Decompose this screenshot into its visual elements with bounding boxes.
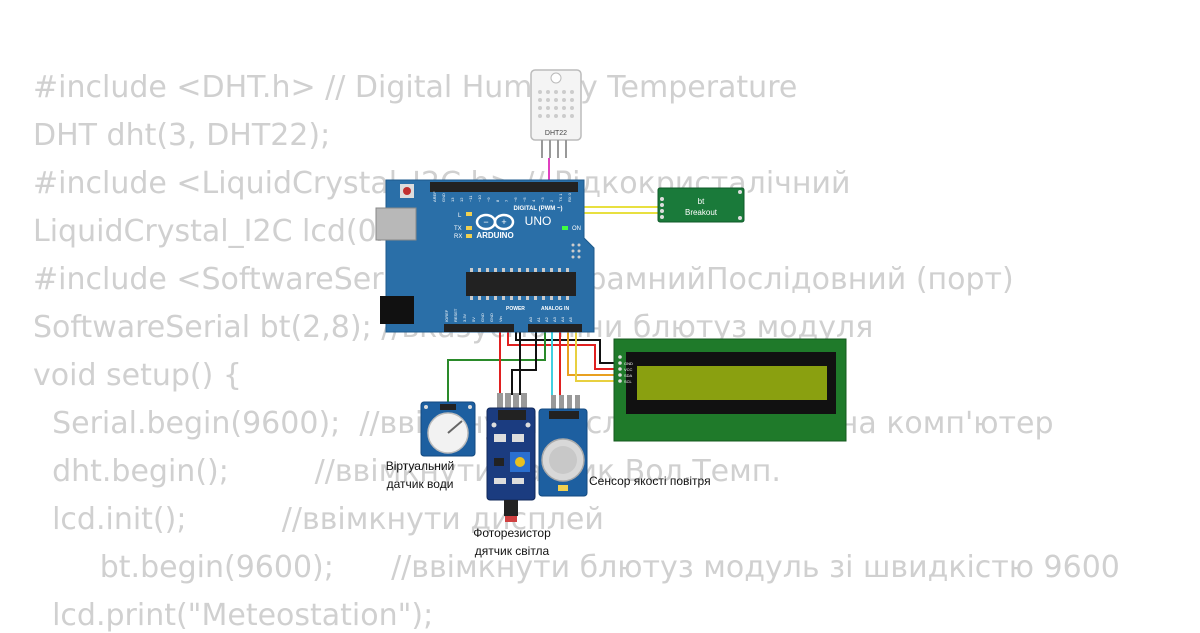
code-line: bt.begin(9600); //ввімкнути блютуз модул… (33, 550, 1120, 585)
code-line: LiquidCrystal_I2C lcd(0x27, (33, 214, 443, 249)
lcd-screen (637, 366, 827, 400)
arduino-pin-labels: AREF GND 13 12 ~11 ~10 ~9 8 7 ~6 ~5 4 ~3 2 TX 1 RX 0 IOR… (432, 191, 573, 322)
led-l-label: L (458, 213, 462, 219)
power-pin-label: GND (489, 313, 494, 322)
dc-jack (380, 296, 414, 324)
microcontroller-chip (466, 272, 576, 296)
reset-button (403, 187, 411, 195)
lcd-pin-scl: SCL (624, 379, 633, 384)
digital-pin-label: 13 (450, 197, 455, 202)
code-line: #include <LiquidCrystal_I2C.h> // Рідкок… (33, 166, 851, 201)
arduino-logo-icon: − + (475, 213, 515, 231)
led-on-label: ON (572, 226, 581, 232)
code-line: void setup() { (33, 358, 242, 393)
lcd-pin-sda: SDA (624, 373, 633, 378)
photoresistor-label-line2: дятчик світла (475, 544, 550, 558)
analog-pin-label: A0 (528, 316, 533, 322)
power-header-label: POWER (506, 306, 525, 312)
digital-pin-label: ~3 (540, 197, 545, 202)
analog-header (528, 324, 582, 332)
digital-pin-label: ~6 (513, 197, 518, 202)
code-line: DHT dht(3, DHT22); (33, 118, 331, 153)
digital-pin-label: GND (441, 193, 446, 202)
digital-pin-label: 12 (459, 197, 464, 202)
lcd-display: GND VCC SDA SCL (613, 338, 847, 442)
usb-port (375, 207, 417, 241)
led-rx-label: RX (454, 234, 462, 240)
digital-pin-label: TX 1 (558, 193, 563, 202)
digital-header-label: DIGITAL (PWM ~) (514, 206, 563, 212)
power-pin-label: Vin (498, 316, 503, 322)
digital-pin-label: 8 (495, 199, 500, 202)
digital-pin-label: RX 0 (567, 192, 572, 202)
dht22-label: DHT22 (545, 130, 567, 137)
lcd-pin-vcc: VCC (624, 367, 633, 372)
analog-pin-label: A4 (560, 316, 565, 322)
digital-pin-label: 7 (504, 199, 509, 202)
arduino-model: UNO (525, 214, 552, 228)
analog-pin-label: A1 (536, 316, 541, 322)
arduino-uno-board: DIGITAL (PWM ~) − + ARDUINO UNO L TX RX … (375, 179, 595, 333)
power-header (444, 324, 514, 332)
lcd-pin-gnd: GND (624, 361, 633, 366)
power-pin-label: RESET (453, 308, 458, 322)
analog-header-label: ANALOG IN (541, 306, 569, 312)
svg-text:−: − (483, 217, 488, 227)
svg-text:+: + (501, 217, 506, 227)
digital-pin-label: AREF (432, 191, 437, 202)
water-sensor-module (420, 401, 476, 457)
digital-pin-label: 4 (531, 199, 536, 202)
digital-pin-label: ~9 (486, 197, 491, 202)
photoresistor-label-line1: Фоторезистор (473, 526, 551, 540)
power-pin-label: IOREF (444, 309, 449, 322)
water-sensor-label-line1: Віртуальний (386, 459, 455, 473)
bt-label: bt (698, 197, 705, 206)
digital-header (430, 182, 578, 192)
digital-pin-label: ~5 (522, 197, 527, 202)
bt-breakout-module: bt Breakout (657, 187, 745, 223)
analog-pin-label: A3 (552, 316, 557, 322)
bt-breakout-label: Breakout (685, 208, 718, 217)
code-line: lcd.init(); //ввімкнути дисплей (33, 502, 604, 537)
wire-water-signal (447, 326, 546, 404)
air-quality-label: Сенсор якості повітря (589, 474, 711, 488)
wire-lcd-scl (575, 326, 622, 382)
digital-pin-label: ~11 (468, 195, 473, 202)
photoresistor-icon (504, 500, 518, 516)
digital-pin-label: ~10 (477, 194, 482, 202)
digital-pin-label: 2 (549, 199, 554, 202)
power-pin-label: 5V (471, 317, 476, 322)
wire-lcd-gnd (515, 326, 622, 364)
power-pin-label: GND (480, 313, 485, 322)
wire-lcd-sda (567, 326, 622, 376)
wire-photo-signal (511, 326, 537, 395)
code-line: lcd.print("Meteostation"); (33, 598, 434, 633)
photoresistor-module (486, 393, 536, 522)
water-sensor-label-line2: датчик води (387, 477, 454, 491)
air-quality-sensor-module (538, 395, 588, 497)
led-tx-label: TX (454, 226, 462, 232)
analog-pin-label: A2 (544, 316, 549, 322)
arduino-brand: ARDUINO (476, 231, 513, 240)
wire-lcd-vcc (507, 326, 622, 370)
dht22-sensor: DHT22 (530, 69, 582, 158)
power-pin-label: 3.3V (462, 313, 467, 322)
analog-pin-label: A5 (568, 316, 573, 322)
code-line: dht.begin(); //ввімкнути датчик Вол.Темп… (33, 454, 781, 489)
